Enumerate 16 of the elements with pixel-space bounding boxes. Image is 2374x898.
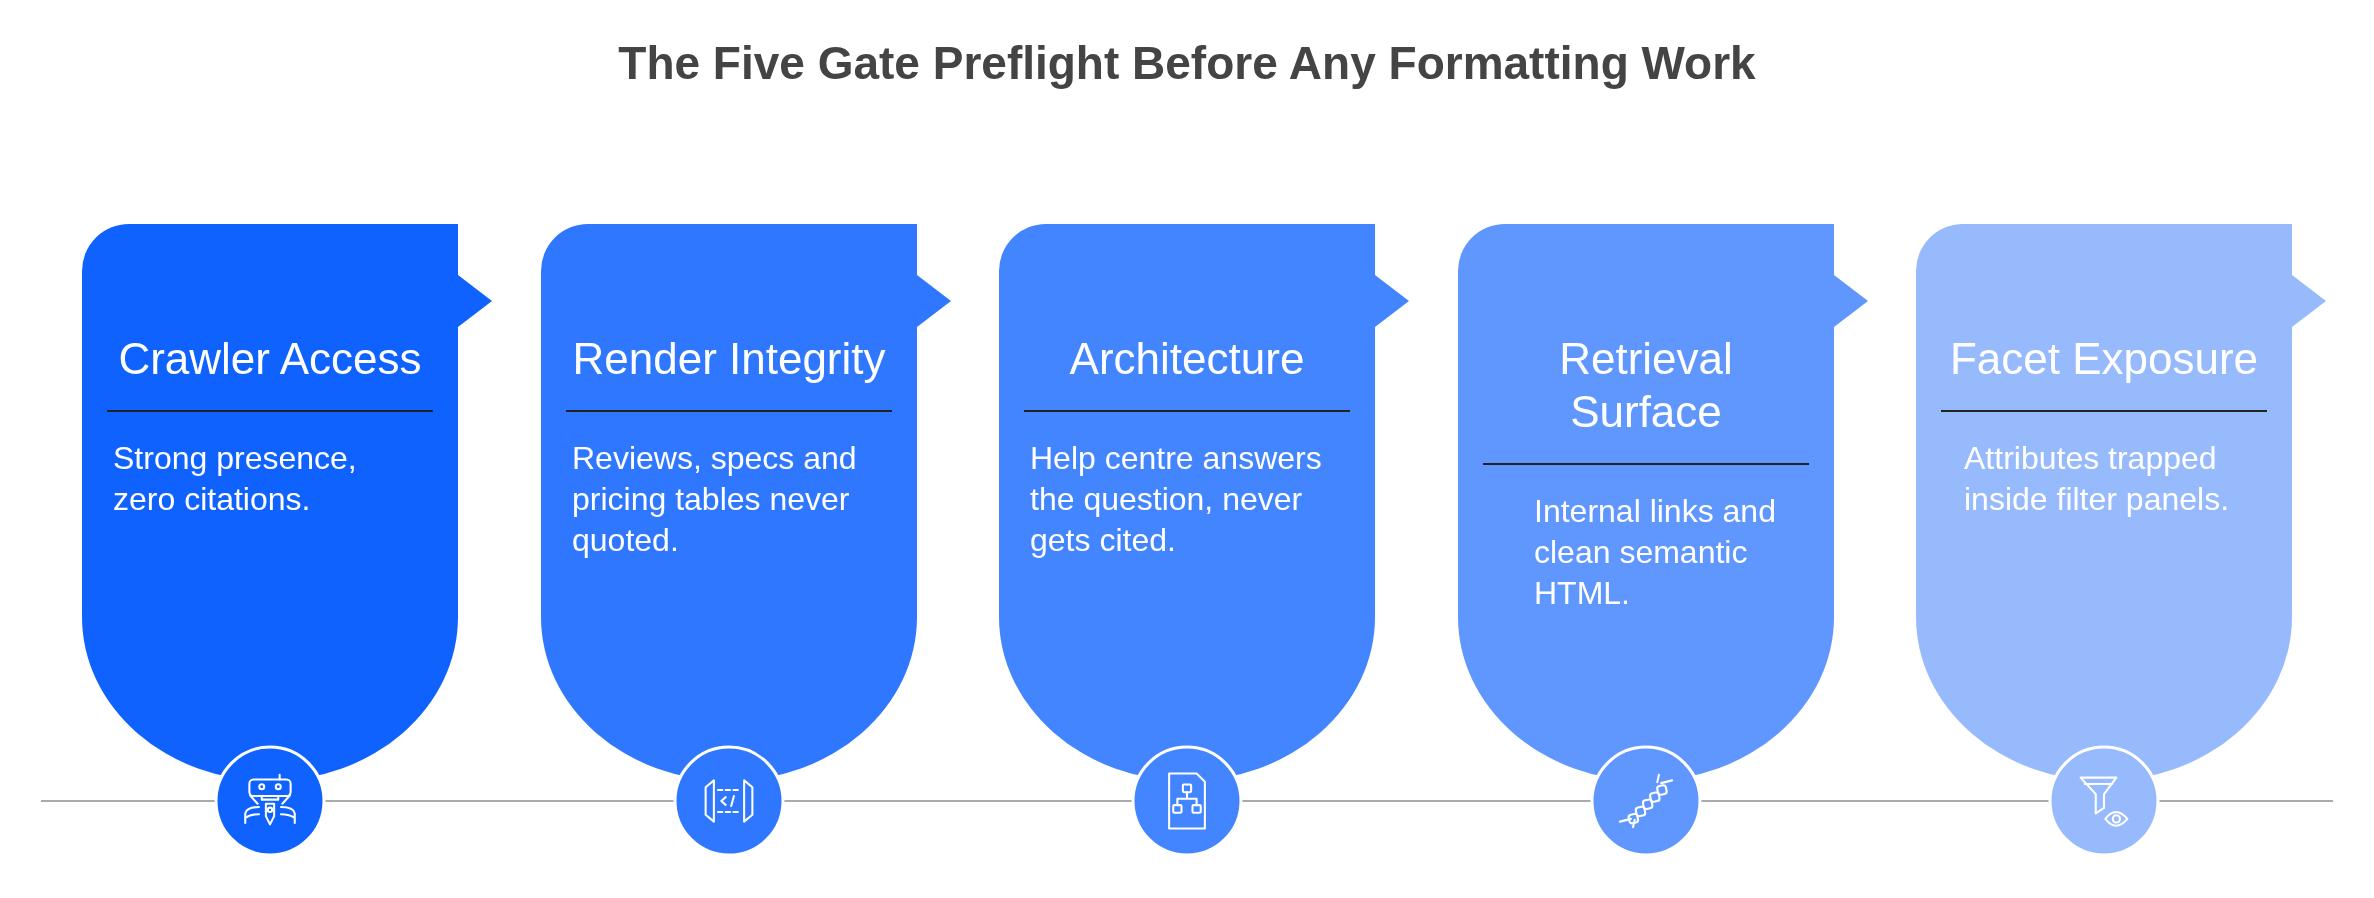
step-card (82, 224, 492, 857)
step-heading: Facet Exposure (1949, 333, 2259, 385)
step-heading: Architecture (1069, 333, 1305, 385)
step-heading: Retrieval Surface (1558, 333, 1734, 438)
step-card (1916, 224, 2326, 857)
step-card (541, 224, 951, 857)
step-description: Reviews, specs and pricing tables never quoted. (572, 439, 858, 560)
step-card (1458, 224, 1868, 857)
step-card (999, 224, 1409, 857)
step-description: Attributes trapped inside filter panels. (1964, 439, 2231, 519)
step-heading: Crawler Access (118, 333, 422, 385)
diagram-title: The Five Gate Preflight Before Any Formatting Work (618, 37, 1756, 89)
step-description: Help centre answers the question, never gets cited. (1030, 439, 1323, 560)
step-heading: Render Integrity (572, 333, 886, 385)
step-description: Internal links and clean semantic HTML. (1534, 492, 1777, 613)
step-description: Strong presence, zero citations. (113, 439, 358, 519)
